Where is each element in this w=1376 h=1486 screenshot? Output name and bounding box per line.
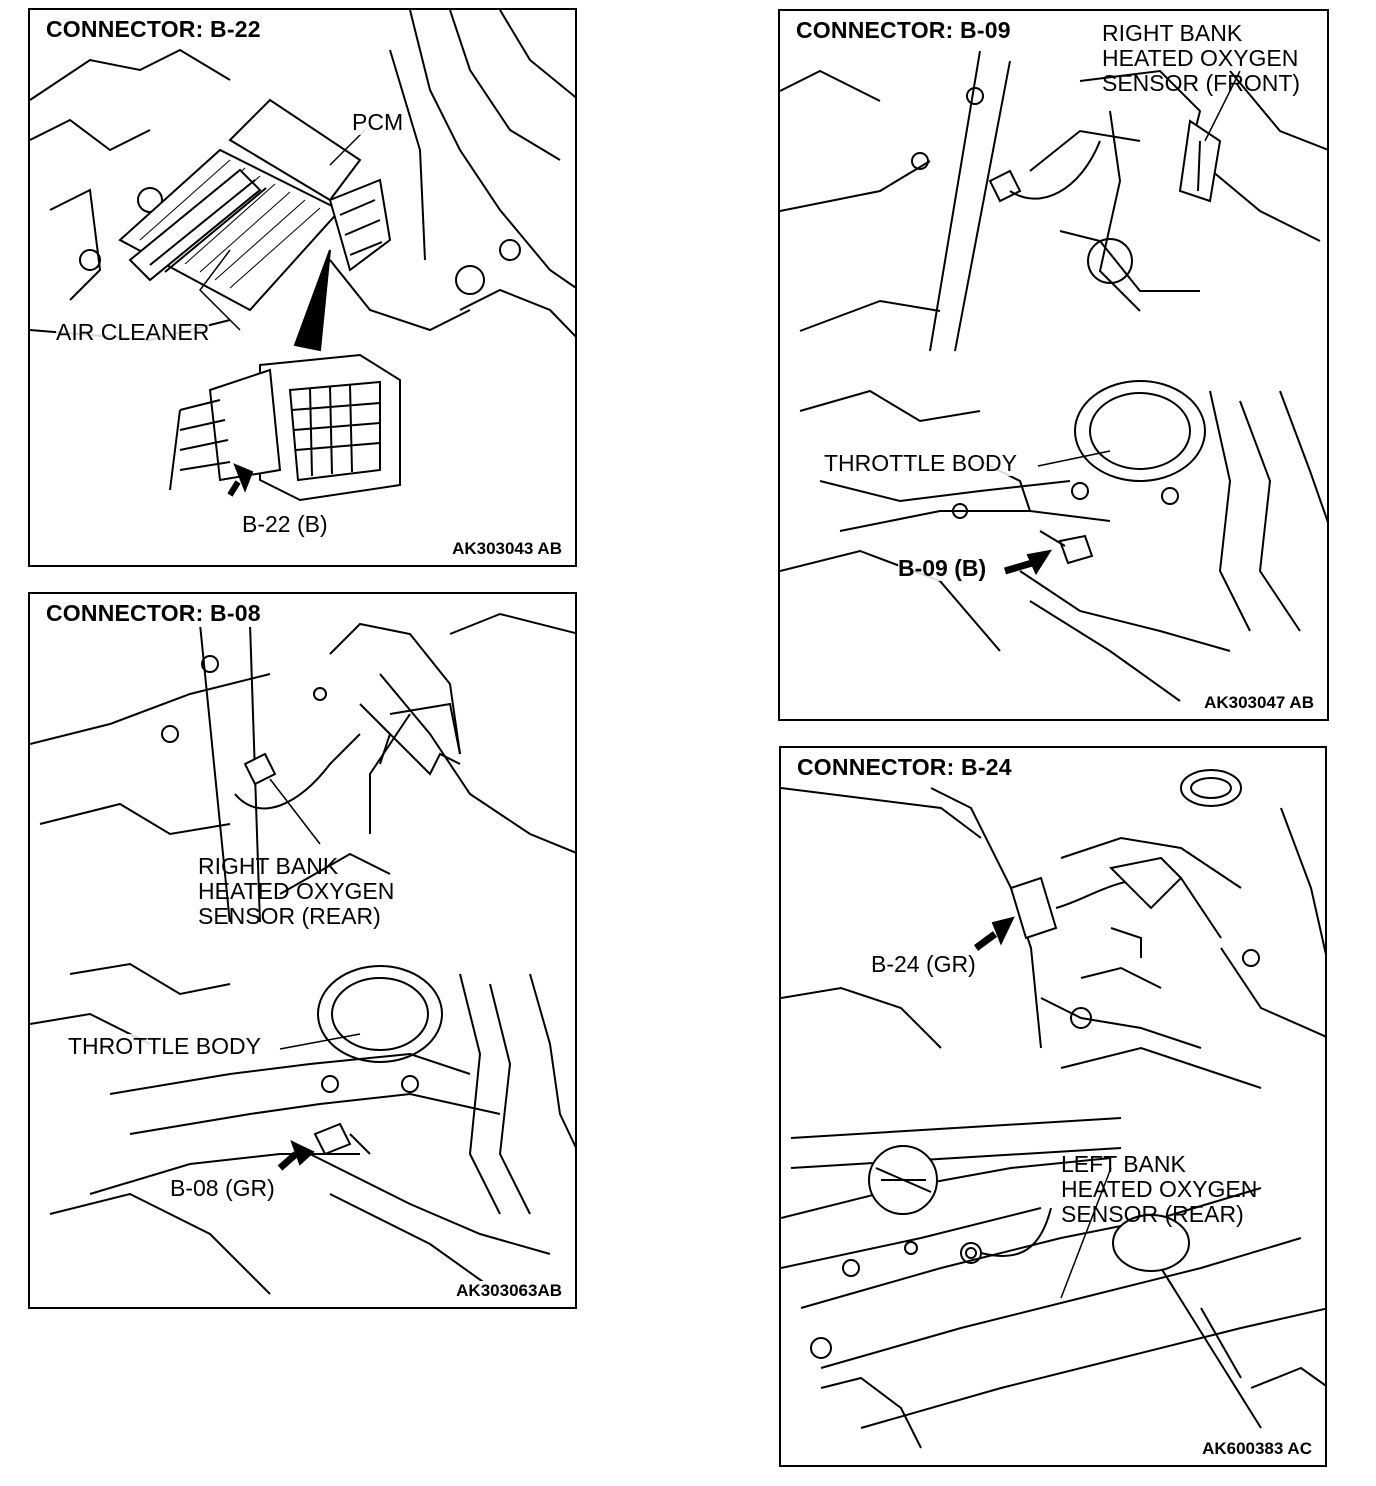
label-line: HEATED OXYGEN (1061, 1176, 1258, 1202)
panel-connector-b22: CONNECTOR: B-22 PCM AIR CLEANER B-22 (B)… (28, 8, 577, 567)
label-line: SENSOR (REAR) (1061, 1201, 1244, 1227)
panel-title: CONNECTOR: B-09 (792, 17, 1015, 44)
label-throttle-body: THROTTLE BODY (68, 1033, 261, 1059)
label-line: RIGHT BANK (198, 853, 339, 879)
panel-connector-b08: CONNECTOR: B-08 RIGHT BANK HEATED OXYGEN… (28, 592, 577, 1309)
panel-connector-b24: CONNECTOR: B-24 B-24 (GR) LEFT BANK HEAT… (779, 746, 1327, 1467)
panel-connector-b09: CONNECTOR: B-09 RIGHT BANK HEATED OXYGEN… (778, 9, 1329, 721)
label-line: HEATED OXYGEN (198, 878, 395, 904)
label-sensor-rear: LEFT BANK HEATED OXYGEN SENSOR (REAR) (1061, 1152, 1257, 1227)
figure-code: AK303043 AB (449, 539, 565, 559)
panel-title: CONNECTOR: B-08 (42, 600, 265, 627)
label-air-cleaner: AIR CLEANER (56, 319, 210, 345)
engine-bay-illustration (780, 50, 1327, 702)
figure-code: AK303063AB (453, 1281, 565, 1301)
label-line: SENSOR (FRONT) (1102, 70, 1301, 96)
label-line: LEFT BANK (1061, 1151, 1186, 1177)
label-connector-b08: B-08 (GR) (170, 1175, 275, 1201)
label-line: RIGHT BANK (1102, 20, 1243, 46)
panel-title: CONNECTOR: B-22 (42, 16, 265, 43)
figure-code: AK600383 AC (1199, 1439, 1315, 1459)
label-connector-b22: B-22 (B) (242, 511, 328, 537)
label-connector-b09: B-09 (B) (898, 555, 987, 581)
pcm-connector-detail (169, 353, 401, 502)
engine-bay-illustration (30, 10, 575, 502)
engine-bay-illustration (781, 769, 1325, 1449)
label-sensor-front: RIGHT BANK HEATED OXYGEN SENSOR (FRONT) (1102, 21, 1300, 96)
label-line: HEATED OXYGEN (1102, 45, 1299, 71)
engine-bay-illustration (30, 612, 575, 1295)
label-connector-b24: B-24 (GR) (871, 951, 976, 977)
label-throttle-body: THROTTLE BODY (824, 450, 1017, 476)
label-pcm: PCM (352, 109, 404, 135)
panel-title: CONNECTOR: B-24 (793, 754, 1016, 781)
figure-code: AK303047 AB (1201, 693, 1317, 713)
label-line: SENSOR (REAR) (198, 903, 381, 929)
label-sensor-rear: RIGHT BANK HEATED OXYGEN SENSOR (REAR) (198, 854, 394, 929)
